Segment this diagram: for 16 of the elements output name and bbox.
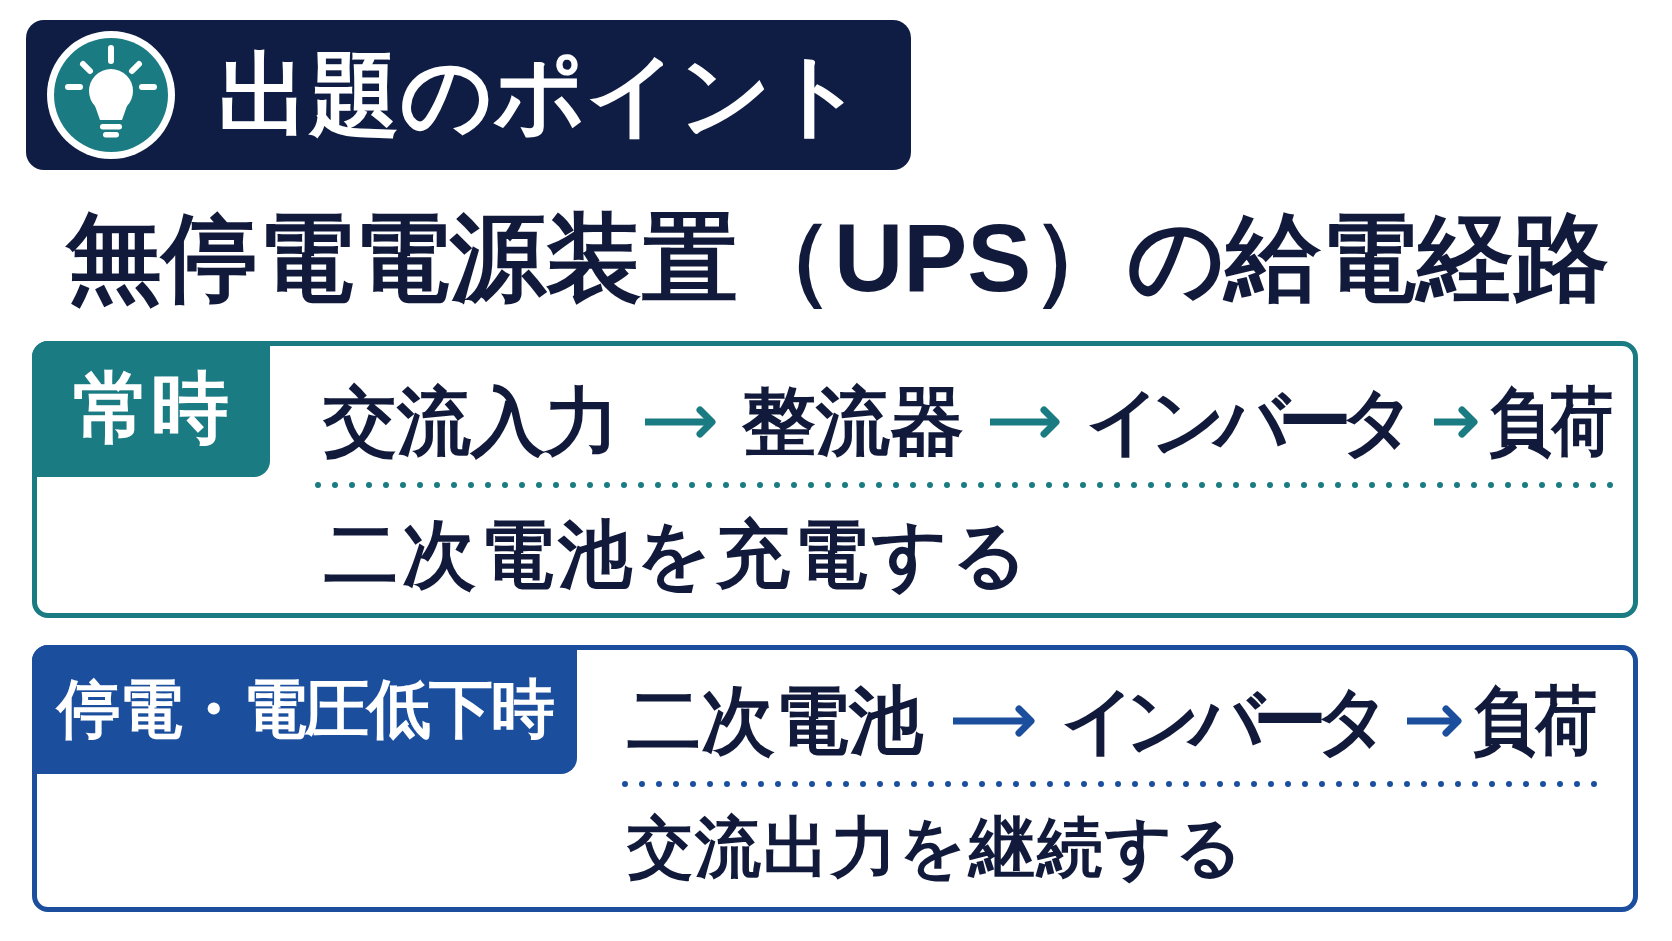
heading-tab: 停電・電圧低下時 (32, 645, 577, 774)
banner-title: 出題のポイント (218, 43, 865, 148)
section-panel (32, 645, 1638, 912)
note-text: 二次電池を充電する (324, 511, 1032, 598)
component-label: 負荷 (1474, 377, 1617, 467)
component-label: 交流入力 (315, 377, 645, 467)
component-label: インバータ (1056, 377, 1434, 467)
note-text: 交流出力を継続する (627, 809, 1245, 887)
heading-tab: 常時 (32, 341, 270, 477)
component-label: 整流器 (712, 377, 990, 467)
component-label: インバータ (1031, 676, 1407, 766)
section-panel (32, 341, 1638, 618)
component-label: 負荷 (1458, 676, 1601, 766)
component-label: 二次電池 (619, 676, 953, 766)
title: 無停電電源装置（UPS）の給電経路 (66, 203, 1610, 314)
header-banner (26, 20, 911, 170)
